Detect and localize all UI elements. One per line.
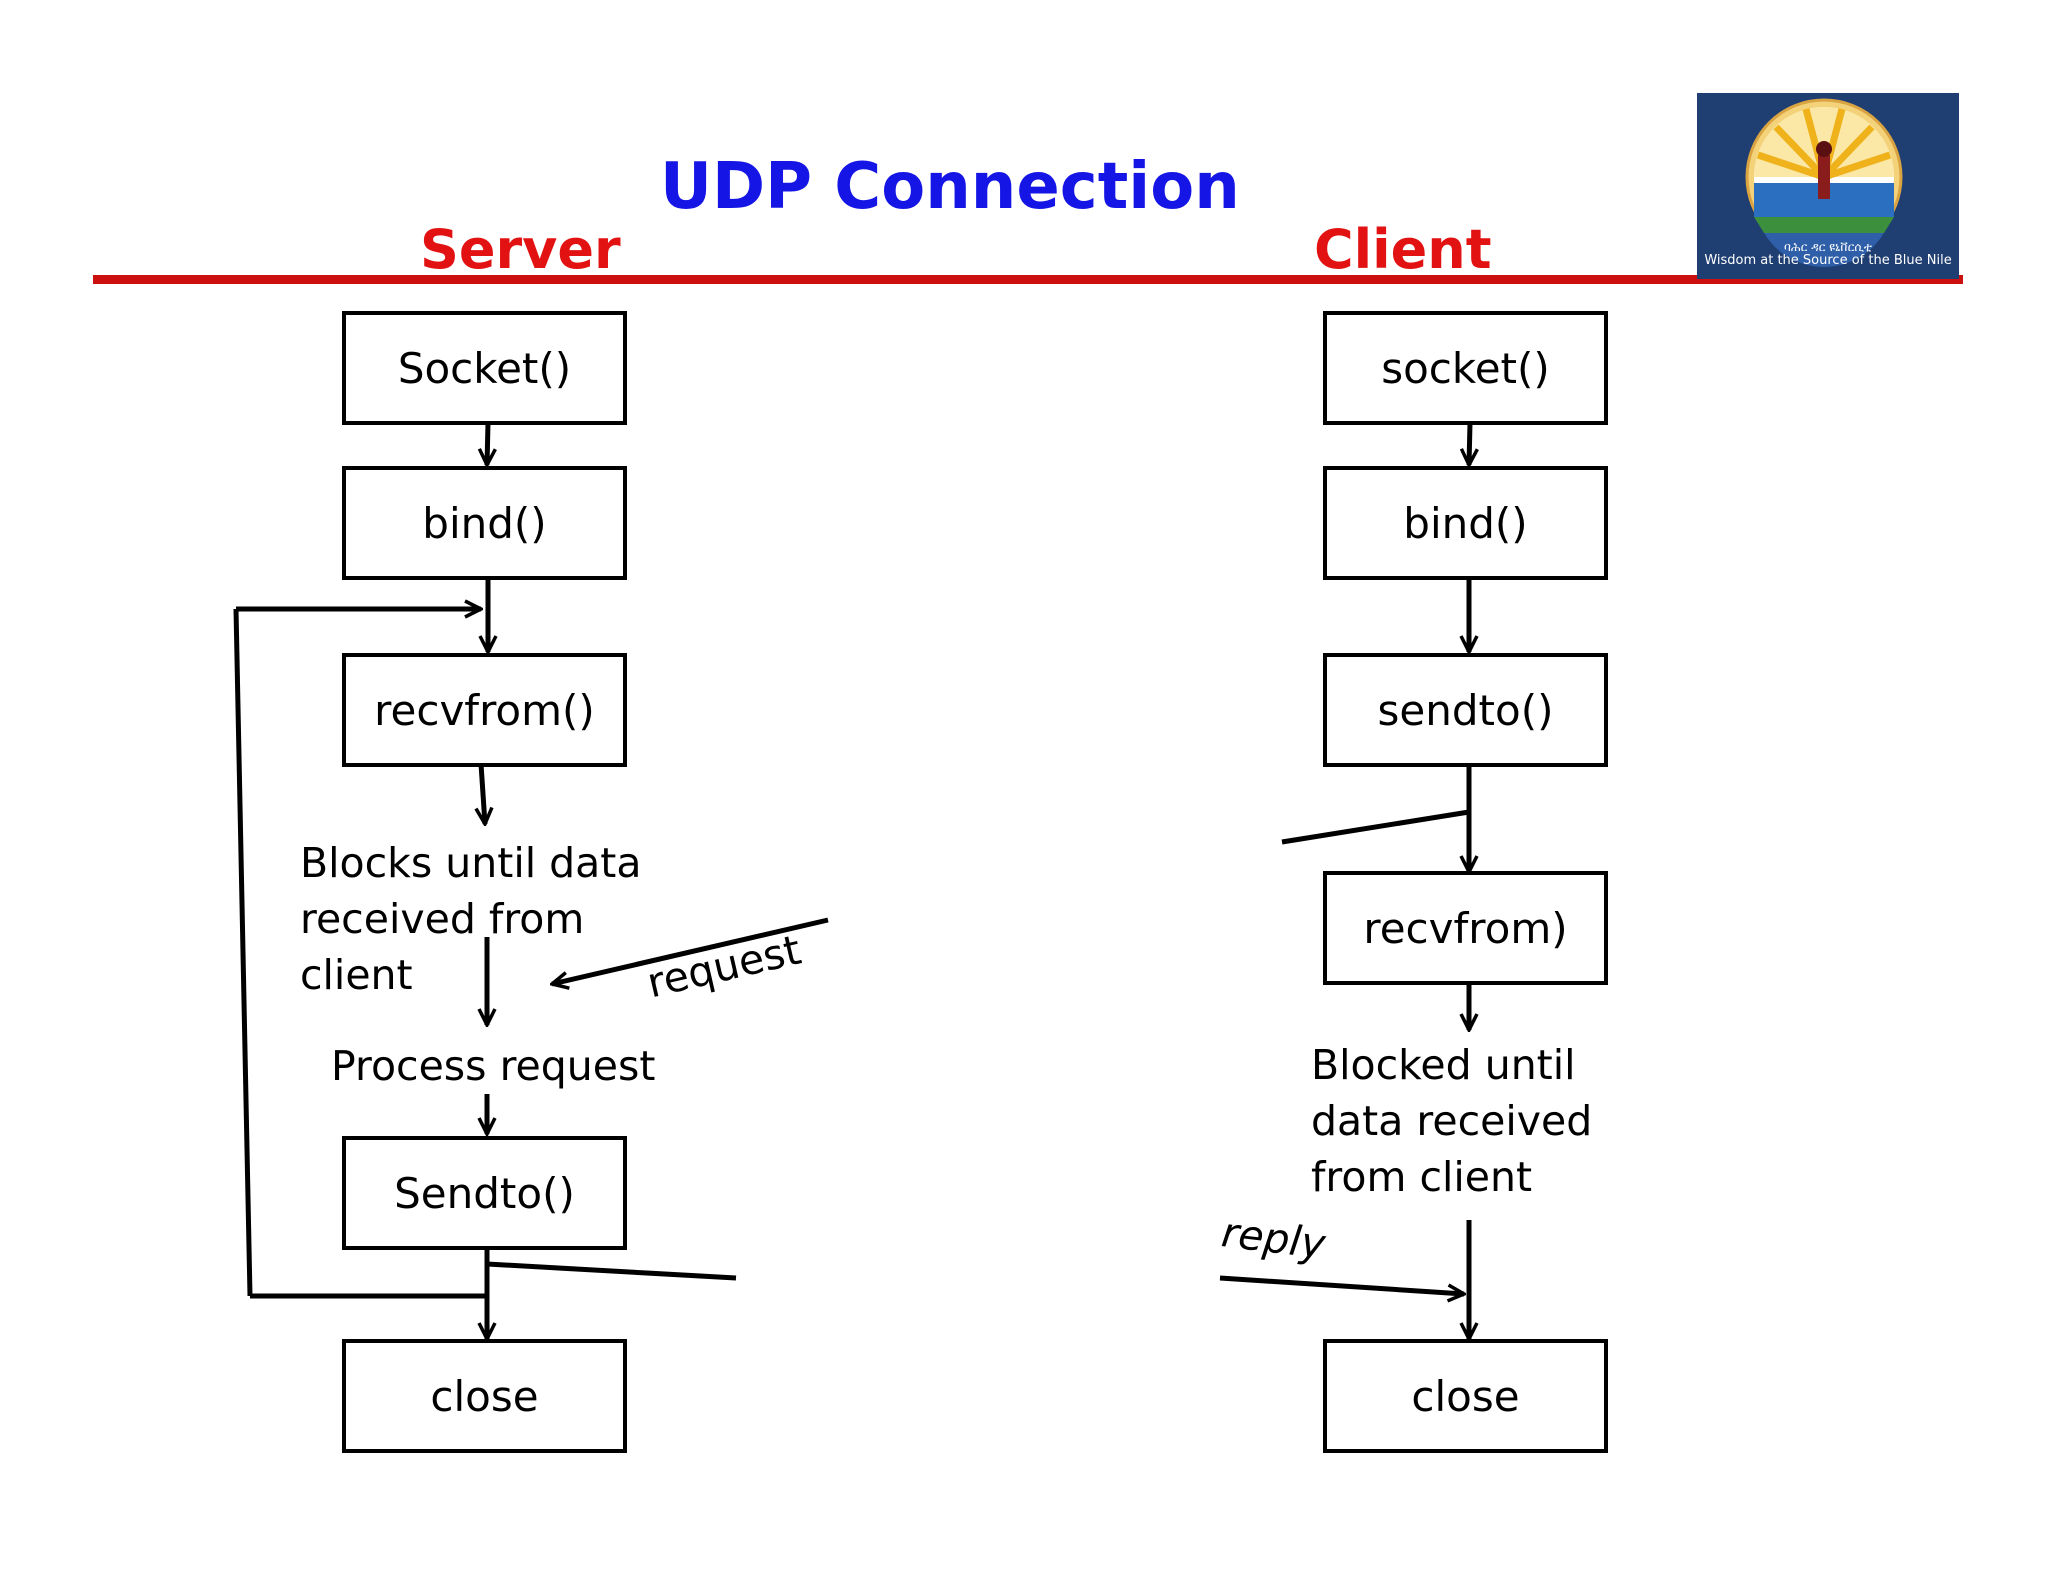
logo-caption: Wisdom at the Source of the Blue Nile (1704, 253, 1952, 268)
client-bind-box: bind() (1323, 466, 1608, 580)
reply-arrow (1219, 1275, 1464, 1294)
header-divider (93, 275, 1963, 284)
server-block-note: Blocks until data received from client (300, 839, 642, 999)
client-block-note: Blocked until data received from client (1311, 1041, 1593, 1201)
client-close-box: close (1323, 1339, 1608, 1453)
server-recvfrom-box: recvfrom() (342, 653, 627, 767)
server-heading: Server (420, 218, 621, 281)
loop-back-line-vertical (233, 608, 253, 1297)
server-socket-box: Socket() (342, 311, 627, 425)
arrow-client-socket-to-bind (1469, 422, 1470, 465)
server-sendto-box: Sendto() (342, 1136, 627, 1250)
request-origin-line (1281, 809, 1470, 845)
arrow-recvfrom-to-block (481, 763, 485, 824)
server-close-box: close (342, 1339, 627, 1453)
university-logo: ባሕር ዳር ዩኒቨርሲቲ Wisdom at the Source of th… (1697, 93, 1959, 279)
svg-text:ባሕር ዳር ዩኒቨርሲቲ: ባሕር ዳር ዩኒቨርሲቲ (1784, 240, 1872, 254)
server-bind-box: bind() (342, 466, 627, 580)
client-recvfrom-box: recvfrom) (1323, 871, 1608, 985)
arrow-socket-to-bind (487, 422, 488, 465)
seal-emblem-icon: ባሕር ዳር ዩኒቨርሲቲ (1697, 93, 1959, 279)
client-heading: Client (1314, 218, 1492, 281)
client-sendto-box: sendto() (1323, 653, 1608, 767)
request-arrow (552, 917, 829, 984)
client-socket-box: socket() (1323, 311, 1608, 425)
reply-origin-line (486, 1261, 737, 1281)
page-title: UDP Connection (660, 150, 1240, 224)
server-process-note: Process request (331, 1042, 656, 1090)
